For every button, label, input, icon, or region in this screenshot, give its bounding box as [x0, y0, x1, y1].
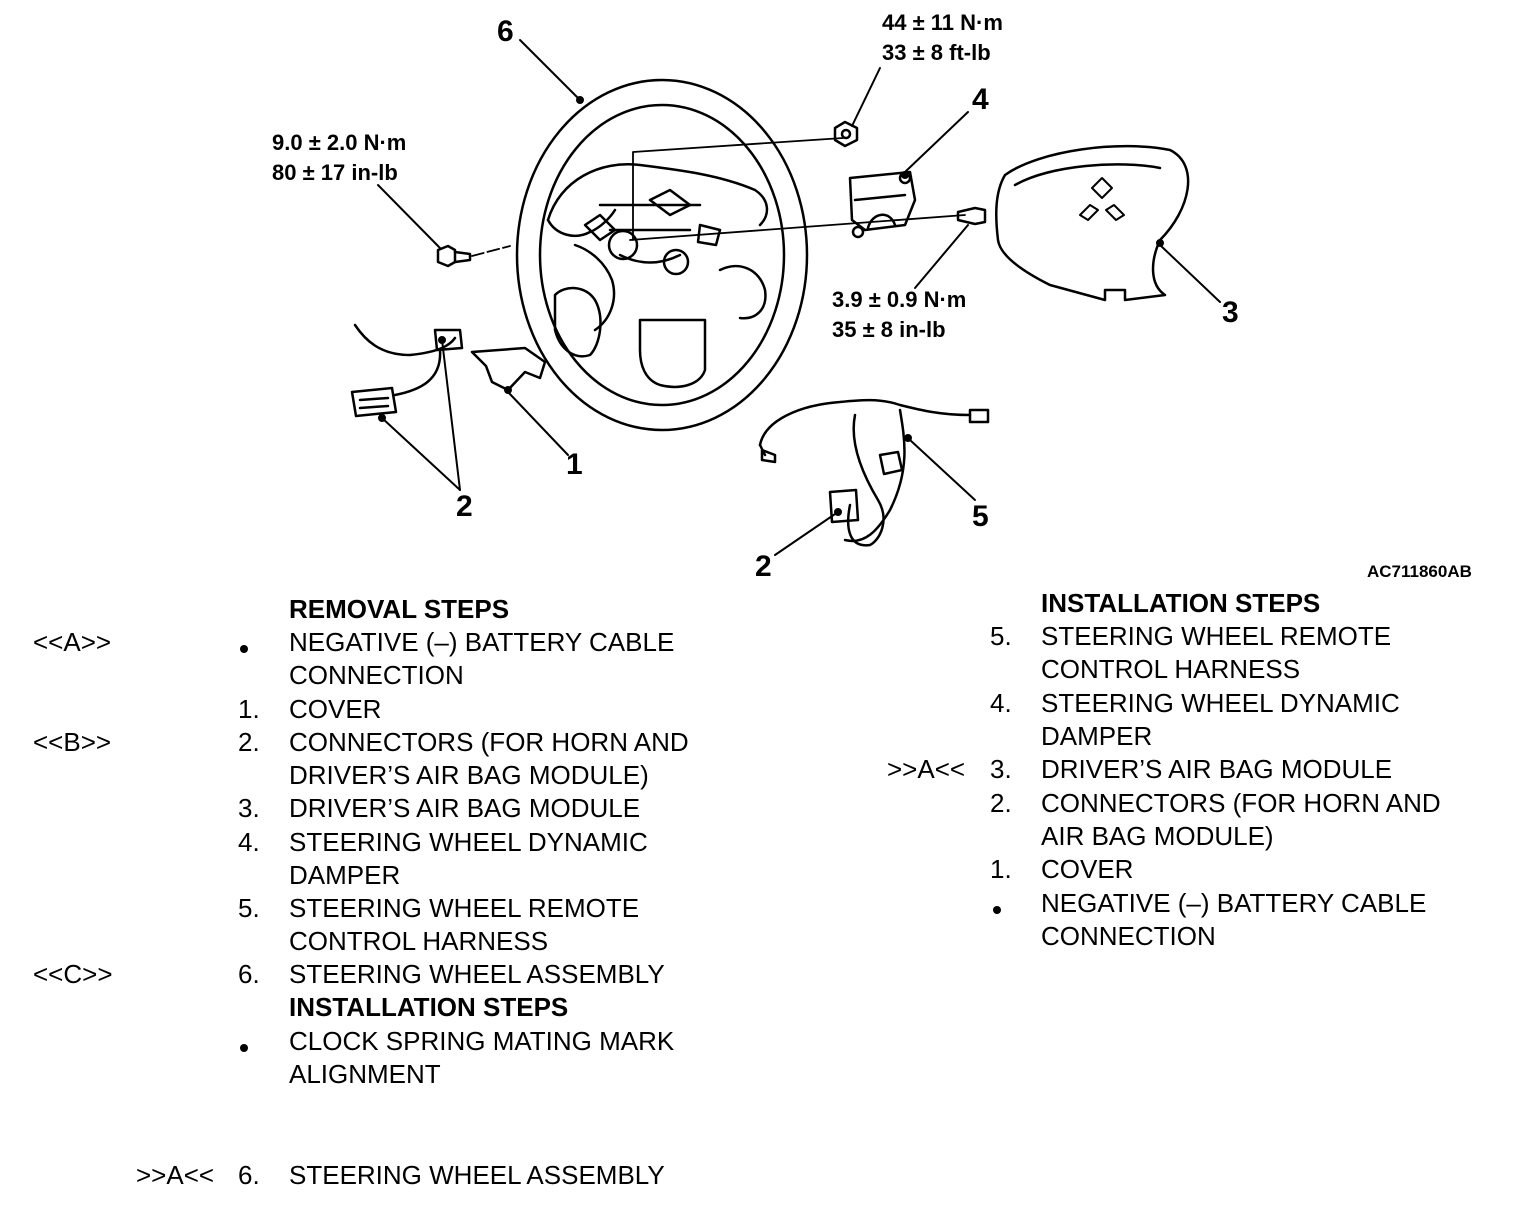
callout-4: 4: [972, 83, 989, 116]
step-number: 6.: [238, 959, 260, 989]
step-text: CONNECTORS (FOR HORN AND: [289, 727, 689, 757]
callout-2-left: 2: [456, 490, 473, 523]
step-text: STEERING WHEEL ASSEMBLY: [289, 1160, 665, 1190]
step-text: CONNECTION: [1041, 921, 1216, 951]
remote-control-harness: [758, 398, 990, 547]
step-number: 5.: [990, 621, 1012, 651]
step-tag: >>A<<: [136, 1160, 215, 1190]
torque-wheel-nut-ft: 33 ± 8 ft-lb: [882, 40, 991, 65]
step-tag: >>A<<: [887, 754, 966, 784]
step-number: 5.: [238, 893, 260, 923]
step-text: ALIGNMENT: [289, 1059, 441, 1089]
step-text: STEERING WHEEL REMOTE: [289, 893, 640, 923]
step-text: CONNECTION: [289, 660, 464, 690]
step-text: AIR BAG MODULE): [1041, 821, 1274, 851]
dynamic-damper: [848, 170, 917, 239]
step-text: STEERING WHEEL DYNAMIC: [1041, 688, 1400, 718]
bullet-icon: [993, 906, 1001, 914]
diagram-drawing: [350, 39, 1221, 556]
step-number: 2.: [990, 788, 1012, 818]
step-text: DAMPER: [289, 860, 401, 890]
right-installation-steps-header: INSTALLATION STEPS: [1041, 588, 1321, 618]
step-text: COVER: [289, 694, 382, 724]
callout-2-bottom: 2: [755, 550, 772, 583]
step-number: 1.: [238, 694, 260, 724]
driver-airbag-module: [995, 144, 1190, 302]
step-text: STEERING WHEEL ASSEMBLY: [289, 959, 665, 989]
torque-cover-bolt-in: 80 ± 17 in-lb: [272, 160, 398, 185]
removal-steps-header: REMOVAL STEPS: [289, 594, 510, 624]
step-text: STEERING WHEEL DYNAMIC: [289, 827, 648, 857]
step-number: 6.: [238, 1160, 260, 1190]
callout-5: 5: [972, 500, 989, 533]
bullet-icon: [240, 1044, 248, 1052]
callout-6: 6: [497, 15, 514, 48]
torque-airbag-bolt-nm: 3.9 ± 0.9 N·m: [832, 287, 967, 312]
step-text: DRIVER’S AIR BAG MODULE: [289, 793, 641, 823]
step-tag: <<A>>: [33, 627, 112, 657]
step-tag: <<C>>: [33, 959, 113, 989]
step-text: CONTROL HARNESS: [289, 926, 549, 956]
cover-bolt: [436, 244, 511, 268]
step-text: STEERING WHEEL REMOTE: [1041, 621, 1392, 651]
step-text: CONNECTORS (FOR HORN AND: [1041, 788, 1441, 818]
torque-airbag-bolt-in: 35 ± 8 in-lb: [832, 317, 946, 342]
step-text: COVER: [1041, 854, 1134, 884]
callout-1: 1: [566, 448, 583, 481]
torque-cover-bolt: 9.0 ± 2.0 N·m 80 ± 17 in-lb: [272, 128, 406, 188]
step-number: 1.: [990, 854, 1012, 884]
left-installation-steps-header: INSTALLATION STEPS: [289, 992, 569, 1022]
steering-wheel-assembly: [515, 78, 809, 432]
callout-3: 3: [1222, 296, 1239, 329]
step-text: NEGATIVE (–) BATTERY CABLE: [289, 627, 675, 657]
step-number: 3.: [990, 754, 1012, 784]
step-number: 3.: [238, 793, 260, 823]
torque-wheel-nut-nm: 44 ± 11 N·m: [882, 10, 1003, 35]
step-text: CONTROL HARNESS: [1041, 654, 1301, 684]
exploded-view-diagram: 6 4 3 1 2 5 2 44 ± 11 N·m 33 ± 8 ft-lb 9…: [0, 0, 1520, 590]
figure-id: AC711860AB: [1367, 562, 1472, 581]
wheel-nut: [833, 120, 859, 148]
leader-lines: [377, 39, 1221, 556]
step-number: 4.: [990, 688, 1012, 718]
step-text: DRIVER’S AIR BAG MODULE: [1041, 754, 1393, 784]
bullet-icon: [240, 645, 248, 653]
step-number: 2.: [238, 727, 260, 757]
torque-wheel-nut: 44 ± 11 N·m 33 ± 8 ft-lb: [882, 8, 1003, 68]
step-text: DAMPER: [1041, 721, 1153, 751]
step-text: NEGATIVE (–) BATTERY CABLE: [1041, 888, 1427, 918]
torque-airbag-bolt: 3.9 ± 0.9 N·m 35 ± 8 in-lb: [832, 285, 966, 345]
step-text: CLOCK SPRING MATING MARK: [289, 1026, 675, 1056]
torque-cover-bolt-nm: 9.0 ± 2.0 N·m: [272, 130, 407, 155]
cover: [470, 346, 547, 392]
airbag-bolt: [956, 206, 987, 226]
horn-connectors: [350, 323, 464, 418]
step-number: 4.: [238, 827, 260, 857]
step-text: DRIVER’S AIR BAG MODULE): [289, 760, 649, 790]
step-tag: <<B>>: [33, 727, 112, 757]
